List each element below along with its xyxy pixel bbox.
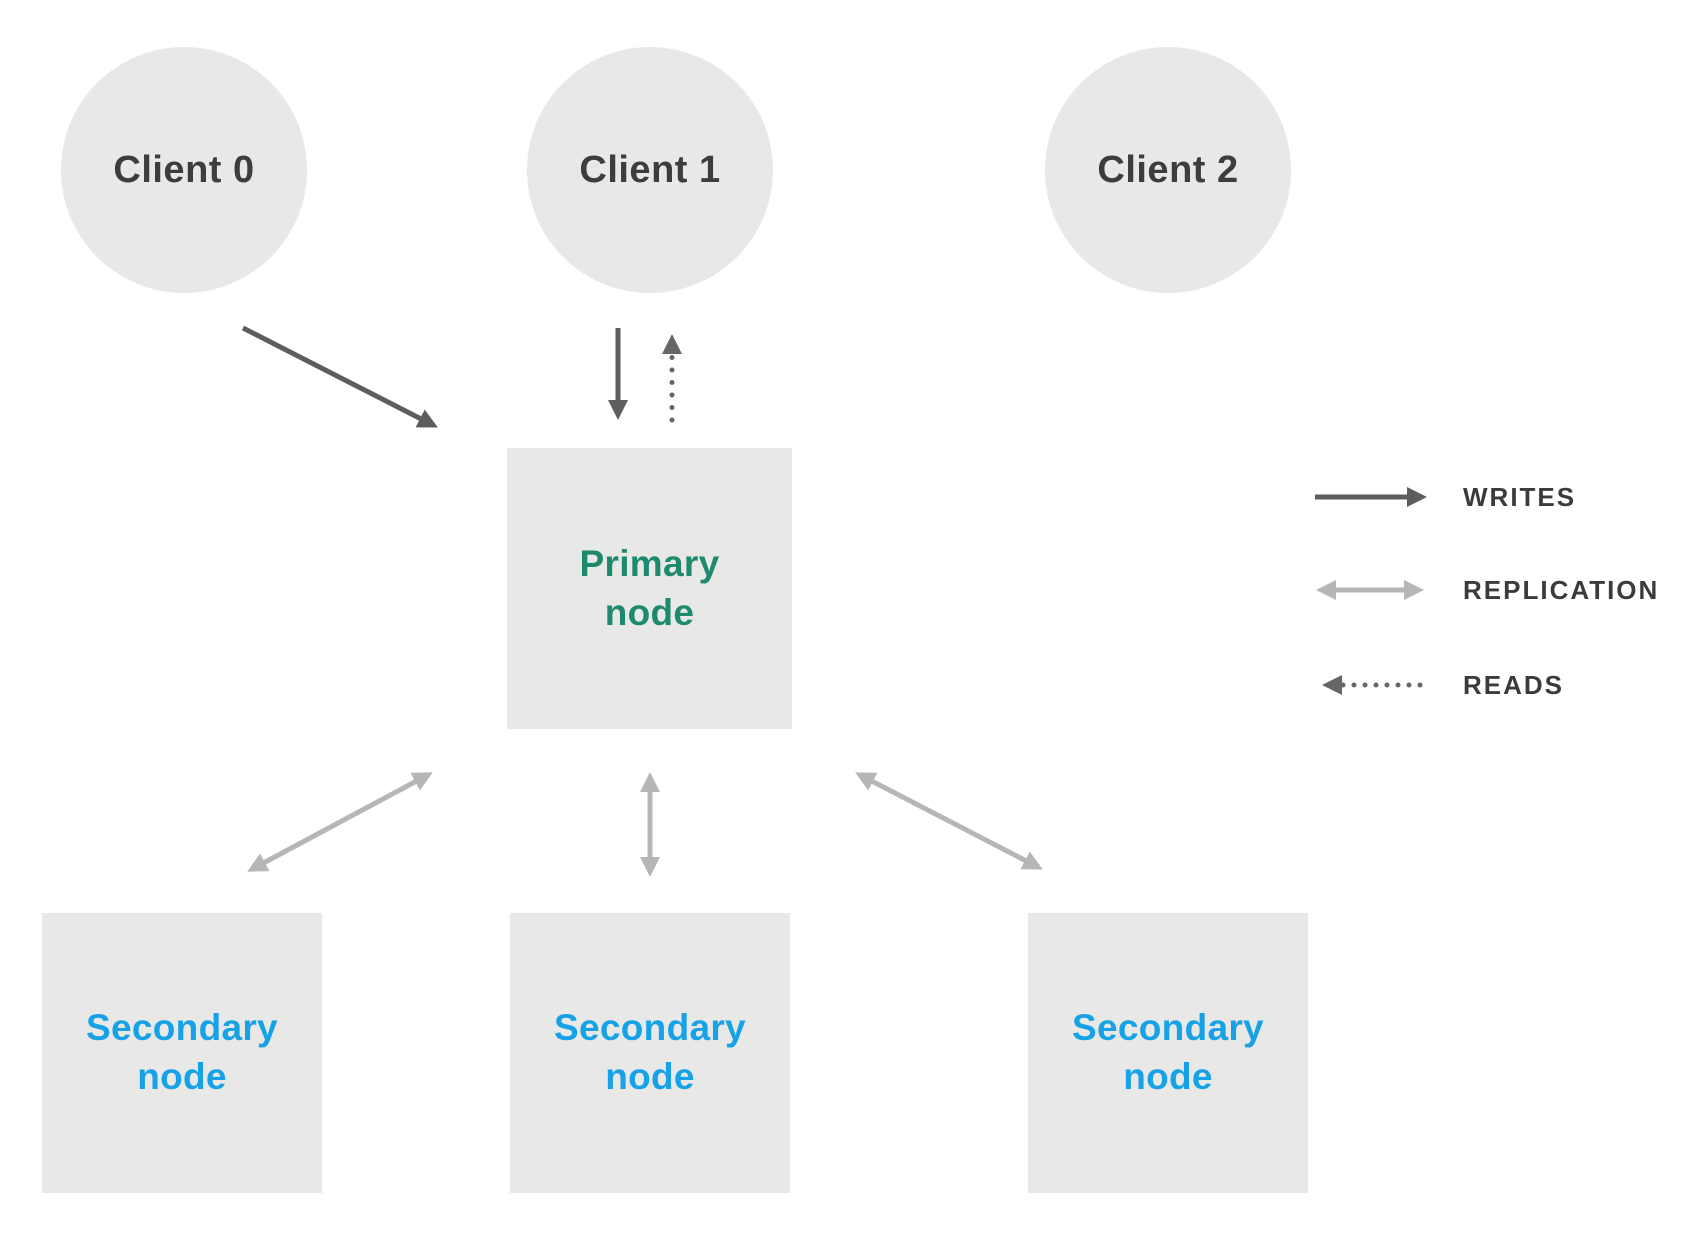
legend-label-reads: READS — [1463, 669, 1565, 700]
client-node-1: Client 1 — [527, 47, 773, 293]
writes-arrow-icon — [1315, 487, 1427, 507]
client-node-0: Client 0 — [61, 47, 307, 293]
secondary-node-0-label: Secondary node — [86, 1007, 278, 1097]
legend-label-writes: WRITES — [1463, 481, 1577, 512]
legend-label-replication: REPLICATION — [1463, 574, 1660, 605]
reads-arrow-icon — [1322, 675, 1423, 695]
legend-item-writes: WRITES — [1313, 479, 1576, 515]
secondary-node-0: Secondary node — [42, 913, 322, 1193]
client-node-2-label: Client 2 — [1097, 148, 1239, 191]
legend-item-reads: READS — [1313, 667, 1564, 703]
replication-arrow-icon — [1316, 580, 1424, 600]
client-node-2: Client 2 — [1045, 47, 1291, 293]
primary-node-label: Primary node — [579, 542, 720, 633]
secondary-node-1: Secondary node — [510, 913, 790, 1193]
primary-node: Primary node — [507, 448, 792, 729]
secondary-node-2-label: Secondary node — [1072, 1007, 1264, 1097]
replication-arrow-primary-secondary2 — [855, 772, 1043, 870]
client-node-0-label: Client 0 — [113, 148, 255, 191]
legend-item-replication: REPLICATION — [1313, 572, 1659, 608]
replication-arrow-primary-secondary0 — [247, 772, 433, 872]
secondary-node-2: Secondary node — [1028, 913, 1308, 1193]
secondary-node-1-label: Secondary node — [554, 1007, 746, 1097]
client-node-1-label: Client 1 — [579, 148, 721, 191]
writes-arrow-client0-to-primary — [241, 325, 438, 428]
